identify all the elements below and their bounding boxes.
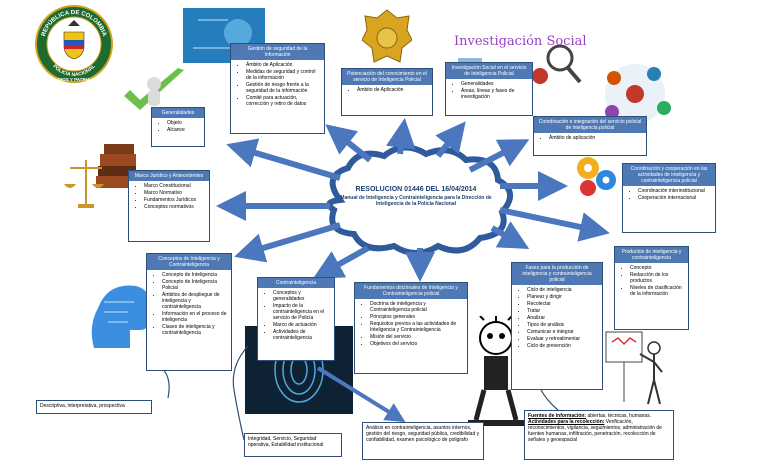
policia-nacional-seal [35, 5, 113, 83]
investigacion-social-title: Investigación Social [454, 34, 587, 49]
box-marco-title: Marco Jurídico y Antecedentes [129, 171, 209, 181]
list-item: Actividades de contrainteligencia [273, 329, 331, 341]
list-item: Ámbitos de despliegue de inteligencia y … [162, 292, 228, 310]
gears-image [577, 157, 616, 196]
list-item: Ciclo de inteligencia [527, 287, 599, 293]
center-subtitle: Manual de Inteligencia y Contrainteligen… [340, 195, 492, 207]
list-item: Doctrina de inteligencia y Contraintelig… [370, 301, 464, 313]
list-item: Marco Constitucional [144, 183, 206, 189]
box-productos-title: Productos de inteligencia y contrainteli… [615, 247, 688, 263]
justice-scales-image [64, 144, 136, 208]
box-generalidades-title: Generalidades [152, 108, 204, 118]
box-generalidades: Generalidades Objeto Alcance [151, 107, 205, 147]
box-coord-integracion: Coordinación e integración del servicio … [533, 116, 647, 156]
box-marco: Marco Jurídico y Antecedentes Marco Cons… [128, 170, 210, 242]
list-item: Ámbito de aplicación [549, 135, 643, 141]
seal-lettering: REPÚBLICA DE COLOMBIA POLICÍA NACIONAL D… [41, 10, 107, 82]
fuentes-label: Fuentes de información: [528, 413, 587, 419]
list-item: Concepto de Inteligencia [162, 272, 228, 278]
list-item: Recolectar [527, 301, 599, 307]
box-contrainteligencia: Contrainteligencia Conceptos y generalid… [257, 277, 335, 361]
list-item: Fundamentos Jurídicos [144, 197, 206, 203]
list-item: Ámbito de Aplicación [357, 87, 429, 93]
list-item: Requisitos previos a las actividades de … [370, 321, 464, 333]
presenter-image [605, 331, 663, 405]
list-item: Ciclo de prevención [527, 343, 599, 349]
box-coord-cooperacion: Coordinación y cooperación en las activi… [622, 163, 716, 233]
list-item: Coordinación interinstitucional [638, 188, 712, 194]
fuentes-text: abiertas, técnicas, humanas. [586, 413, 652, 419]
box-contrainteligencia-title: Contrainteligencia [258, 278, 334, 288]
list-item: Objetivos del servicio [370, 341, 464, 347]
box-coord-cooperacion-title: Coordinación y cooperación en las activi… [623, 164, 715, 186]
robot-thinker-image [468, 316, 528, 426]
list-item: Áreas, líneas y fases de investigación [461, 88, 529, 100]
list-item: Alcance [167, 127, 201, 133]
note-fuentes: Fuentes de información: abiertas, técnic… [524, 410, 674, 460]
box-fases: Fases para la producción de inteligencia… [511, 262, 603, 390]
note-analisis: Análisis en contrainteligencia, asuntos … [362, 422, 484, 460]
box-gestion: Gestión de seguridad de la Información Á… [230, 43, 325, 134]
list-item: Objeto [167, 120, 201, 126]
list-item: Gestión de riesgo frente a la seguridad … [246, 82, 321, 94]
list-item: Tratar [527, 308, 599, 314]
note-descriptiva: Descriptiva, interpretativa, prospectiva [36, 400, 152, 414]
list-item: Generalidades [461, 81, 529, 87]
list-item: Niveles de clasificación de la informaci… [630, 285, 685, 297]
list-item: Redacción de los productos [630, 272, 685, 284]
box-conceptos: Conceptos de Inteligencia y Contrainteli… [146, 253, 232, 371]
box-productos: Productos de inteligencia y contrainteli… [614, 246, 689, 330]
box-conceptos-title: Conceptos de Inteligencia y Contrainteli… [147, 254, 231, 270]
note-integridad: Integridad, Servicio, Seguridad operativ… [244, 433, 342, 457]
box-investigacion: Investigación Social en el servicio de I… [445, 62, 533, 116]
actividades-label: Actividades para la recolección: [528, 419, 605, 425]
list-item: Misión del servicio [370, 334, 464, 340]
list-item: Conceptos y generalidades [273, 290, 331, 302]
head-profile-image [91, 285, 154, 348]
center-title: RESOLUCION 01446 DEL 16/04/2014 [355, 186, 477, 193]
list-item: Marco de actuación [273, 322, 331, 328]
checkmark-figure-image [124, 68, 184, 110]
list-item: Planear y dirigir [527, 294, 599, 300]
seal-line-3: DIOS Y PATRIA [58, 77, 91, 82]
actividades-text: Verificación, reconocimientos, vigilanci… [528, 419, 662, 443]
list-item: Clases de inteligencia y contrainteligen… [162, 324, 228, 336]
list-item: Comité para actuación, corrección y reti… [246, 95, 321, 107]
list-item: Información en el proceso de inteligenci… [162, 311, 228, 323]
box-fases-title: Fases para la producción de inteligencia… [512, 263, 602, 285]
list-item: Concepto de Inteligencia Policial [162, 279, 228, 291]
box-potenciacion: Potenciación del conocimiento en el serv… [341, 68, 433, 116]
box-coord-integracion-title: Coordinación e integración del servicio … [534, 117, 646, 133]
list-item: Ámbito de Aplicación [246, 62, 321, 68]
list-item: Evaluar y retroalimentar [527, 336, 599, 342]
list-item: Analizar [527, 315, 599, 321]
list-item: Conceptos normativos [144, 204, 206, 210]
box-investigacion-title: Investigación Social en el servicio de I… [446, 63, 532, 79]
network-people-image [605, 64, 671, 124]
list-item: Principios generales [370, 314, 464, 320]
list-item: Cooperación internacional [638, 195, 712, 201]
list-item: Medidas de seguridad y control de la inf… [246, 69, 321, 81]
box-potenciacion-title: Potenciación del conocimiento en el serv… [342, 69, 432, 85]
box-fundamentos: Fundamentos doctrinales de Inteligencia … [354, 282, 468, 374]
list-item: Impacto de la contrainteligencia en el s… [273, 303, 331, 321]
list-item: Tipos de análisis [527, 322, 599, 328]
list-item: Marco Normativo [144, 190, 206, 196]
list-item: Comunicar e integrar [527, 329, 599, 335]
list-item: Concepto [630, 265, 685, 271]
box-fundamentos-title: Fundamentos doctrinales de Inteligencia … [355, 283, 467, 299]
police-badge-image [362, 9, 412, 63]
box-gestion-title: Gestión de seguridad de la Información [231, 44, 324, 60]
